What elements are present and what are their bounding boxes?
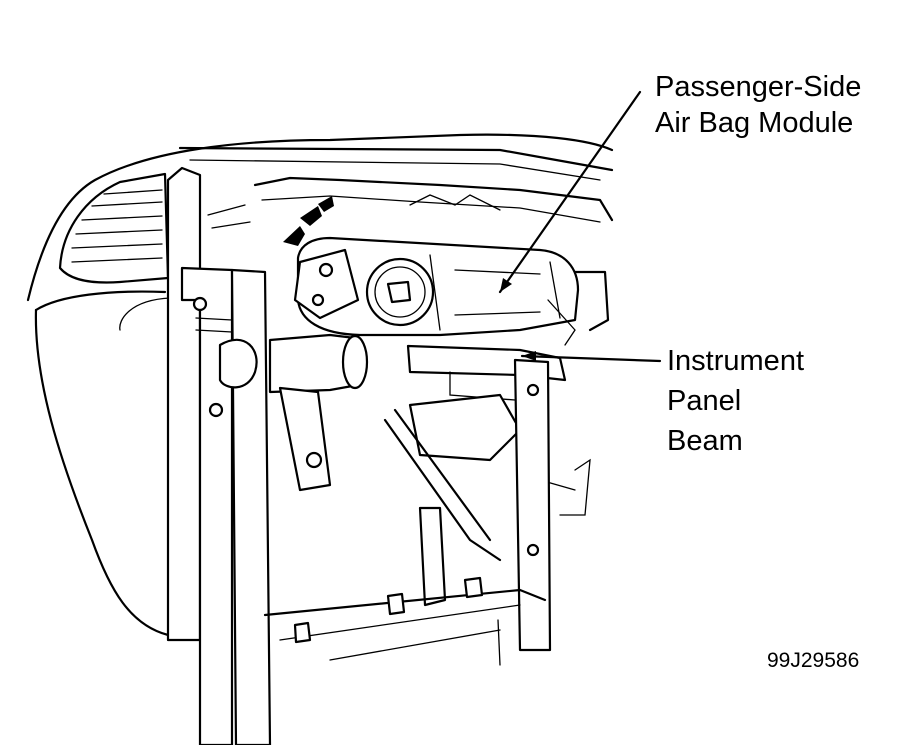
airbag-module-housing — [296, 236, 580, 337]
removal-direction-arrows — [283, 196, 334, 246]
instrument-panel-beam-callout: Instrument Panel Beam — [667, 341, 804, 461]
right-side-frame — [573, 270, 610, 332]
figure-id: 99J29586 — [767, 649, 860, 672]
center-support-plate — [278, 386, 332, 492]
left-lower-panel — [34, 308, 202, 637]
left-bracket-outer — [166, 166, 202, 642]
airbag-callout-line1: Passenger-Side — [655, 71, 862, 103]
airbag-leader-line — [498, 90, 642, 294]
beam-callout-line1: Instrument — [667, 345, 804, 377]
left-air-vent — [58, 172, 170, 284]
module-mount-bracket — [293, 248, 360, 320]
bolt-left-upper — [192, 296, 208, 312]
airbag-module-callout: Passenger-Side Air Bag Module — [655, 69, 861, 141]
beam-leader-line — [520, 354, 662, 363]
beam-callout-line2: Panel — [667, 385, 742, 417]
floor-crossmember — [263, 588, 547, 617]
beam-callout-line3: Beam — [667, 425, 743, 457]
vent-louvers — [71, 189, 163, 263]
defroster-duct — [253, 176, 614, 222]
dash-top-edge — [178, 146, 614, 172]
lower-bracket — [418, 506, 447, 607]
airbag-callout-line2: Air Bag Module — [655, 107, 854, 139]
bolt-left-lower — [208, 402, 224, 418]
